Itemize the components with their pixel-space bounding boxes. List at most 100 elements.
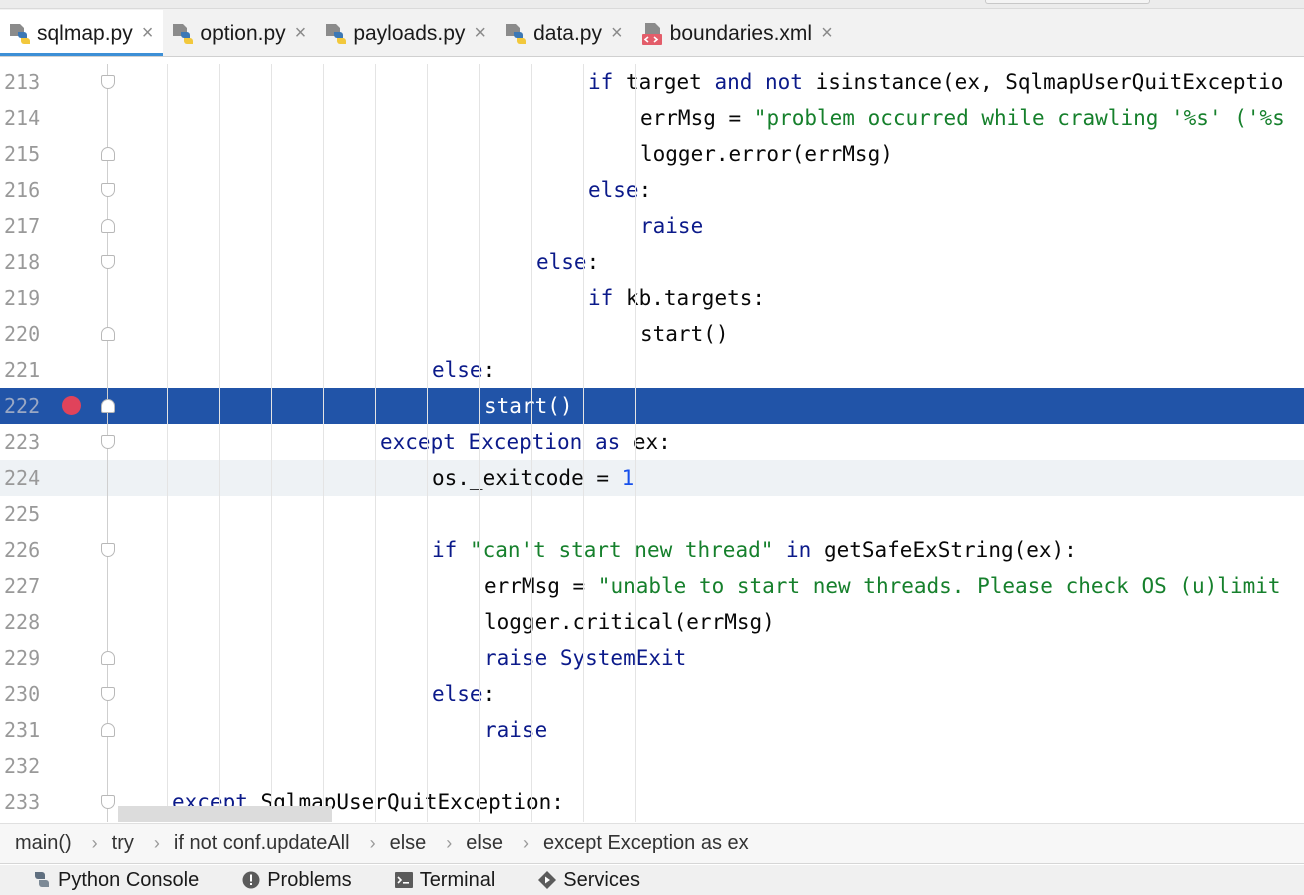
code-text[interactable]: os._exitcode = 1: [432, 460, 634, 496]
breakpoint-icon[interactable]: [62, 396, 81, 415]
line-number: 230: [4, 682, 41, 706]
code-text[interactable]: logger.error(errMsg): [640, 136, 893, 172]
code-text[interactable]: else:: [536, 244, 599, 280]
problems-button[interactable]: Problems: [241, 868, 352, 892]
code-text[interactable]: else:: [588, 172, 651, 208]
breadcrumb-item[interactable]: main(): [15, 832, 72, 854]
code-text[interactable]: else:: [432, 676, 495, 712]
code-token: 1: [621, 466, 635, 490]
tool-label: Services: [563, 868, 640, 891]
indent-guide: [583, 64, 584, 822]
fold-end-icon[interactable]: [101, 147, 115, 161]
line-number: 231: [4, 718, 41, 742]
code-text[interactable]: errMsg = "problem occurred while crawlin…: [640, 100, 1285, 136]
code-text[interactable]: except Exception as ex:: [380, 424, 671, 460]
tab-data-py[interactable]: data.py ×: [496, 10, 633, 56]
fold-collapse-icon[interactable]: [101, 687, 115, 701]
close-icon[interactable]: ×: [610, 22, 623, 44]
tab-sqlmap-py[interactable]: sqlmap.py ×: [0, 10, 164, 56]
code-text[interactable]: if kb.targets:: [588, 280, 765, 316]
code-token: else: [432, 358, 483, 382]
line-number: 233: [4, 790, 41, 814]
code-text[interactable]: start(): [640, 316, 729, 352]
code-text[interactable]: if target and not isinstance(ex, SqlmapU…: [588, 64, 1283, 100]
breadcrumb-item[interactable]: try: [111, 832, 134, 854]
fold-collapse-icon[interactable]: [101, 435, 115, 449]
top-panel-handle[interactable]: [985, 0, 1150, 4]
fold-end-icon[interactable]: [101, 723, 115, 737]
close-icon[interactable]: ×: [474, 22, 487, 44]
code-text[interactable]: raise SystemExit: [484, 640, 686, 676]
tab-label: payloads.py: [353, 21, 466, 45]
code-text[interactable]: errMsg = "unable to start new threads. P…: [484, 568, 1281, 604]
code-line[interactable]: 221 else:: [0, 352, 1304, 388]
python-console-button[interactable]: Python Console: [32, 869, 199, 892]
python-console-icon: [32, 870, 52, 890]
close-icon[interactable]: ×: [821, 22, 833, 44]
code-line[interactable]: 231 raise: [0, 712, 1304, 748]
code-line[interactable]: 232: [0, 748, 1304, 784]
tool-window-bar: Python Console Problems Terminal: [0, 865, 1304, 895]
fold-end-icon[interactable]: [101, 651, 115, 665]
line-number: 222: [4, 394, 41, 418]
fold-collapse-icon[interactable]: [101, 795, 115, 809]
code-token: getSafeExString(ex):: [823, 538, 1077, 562]
fold-collapse-icon[interactable]: [101, 255, 115, 269]
tool-label: Problems: [267, 868, 352, 891]
code-line[interactable]: 223 except Exception as ex:: [0, 424, 1304, 460]
tool-label: Python Console: [58, 868, 200, 891]
breadcrumb-item[interactable]: else: [466, 832, 503, 854]
fold-collapse-icon[interactable]: [101, 543, 115, 557]
services-button[interactable]: Services: [537, 869, 640, 892]
code-text[interactable]: else:: [432, 352, 495, 388]
xml-file-icon: [640, 21, 666, 47]
breadcrumb-item[interactable]: except Exception as ex: [542, 832, 749, 854]
indent-guide: [375, 64, 376, 822]
tab-boundaries-xml[interactable]: boundaries.xml ×: [633, 10, 843, 56]
line-number: 221: [4, 358, 41, 382]
code-text[interactable]: raise: [484, 712, 547, 748]
fold-end-icon[interactable]: [101, 399, 115, 413]
close-icon[interactable]: ×: [141, 22, 154, 44]
code-text[interactable]: start(): [484, 388, 573, 424]
indent-guide: [323, 64, 324, 822]
code-line[interactable]: 222 start(): [0, 388, 1304, 424]
breadcrumb-item[interactable]: else: [389, 832, 427, 854]
breadcrumb-separator-icon: ›: [446, 833, 453, 853]
code-token: target: [625, 70, 715, 94]
fold-collapse-icon[interactable]: [101, 183, 115, 197]
terminal-button[interactable]: Terminal: [394, 869, 495, 892]
close-icon[interactable]: ×: [294, 22, 307, 44]
fold-collapse-icon[interactable]: [101, 75, 115, 89]
tab-option-py[interactable]: option.py ×: [163, 10, 316, 56]
code-token: in: [786, 538, 824, 562]
code-token: os._exitcode =: [432, 466, 622, 490]
code-text[interactable]: logger.critical(errMsg): [484, 604, 775, 640]
code-text[interactable]: if "can't start new thread" in getSafeEx…: [432, 532, 1077, 568]
code-text[interactable]: raise: [640, 208, 703, 244]
line-number: 223: [4, 430, 41, 454]
line-number: 229: [4, 646, 41, 670]
fold-end-icon[interactable]: [101, 219, 115, 233]
code-line[interactable]: 225: [0, 496, 1304, 532]
tab-payloads-py[interactable]: payloads.py ×: [316, 10, 496, 56]
horizontal-scrollbar[interactable]: [118, 806, 332, 822]
code-line[interactable]: 229 raise SystemExit: [0, 640, 1304, 676]
fold-end-icon[interactable]: [101, 327, 115, 341]
code-line[interactable]: 230 else:: [0, 676, 1304, 712]
breadcrumb-item[interactable]: if not conf.updateAll: [173, 832, 350, 854]
